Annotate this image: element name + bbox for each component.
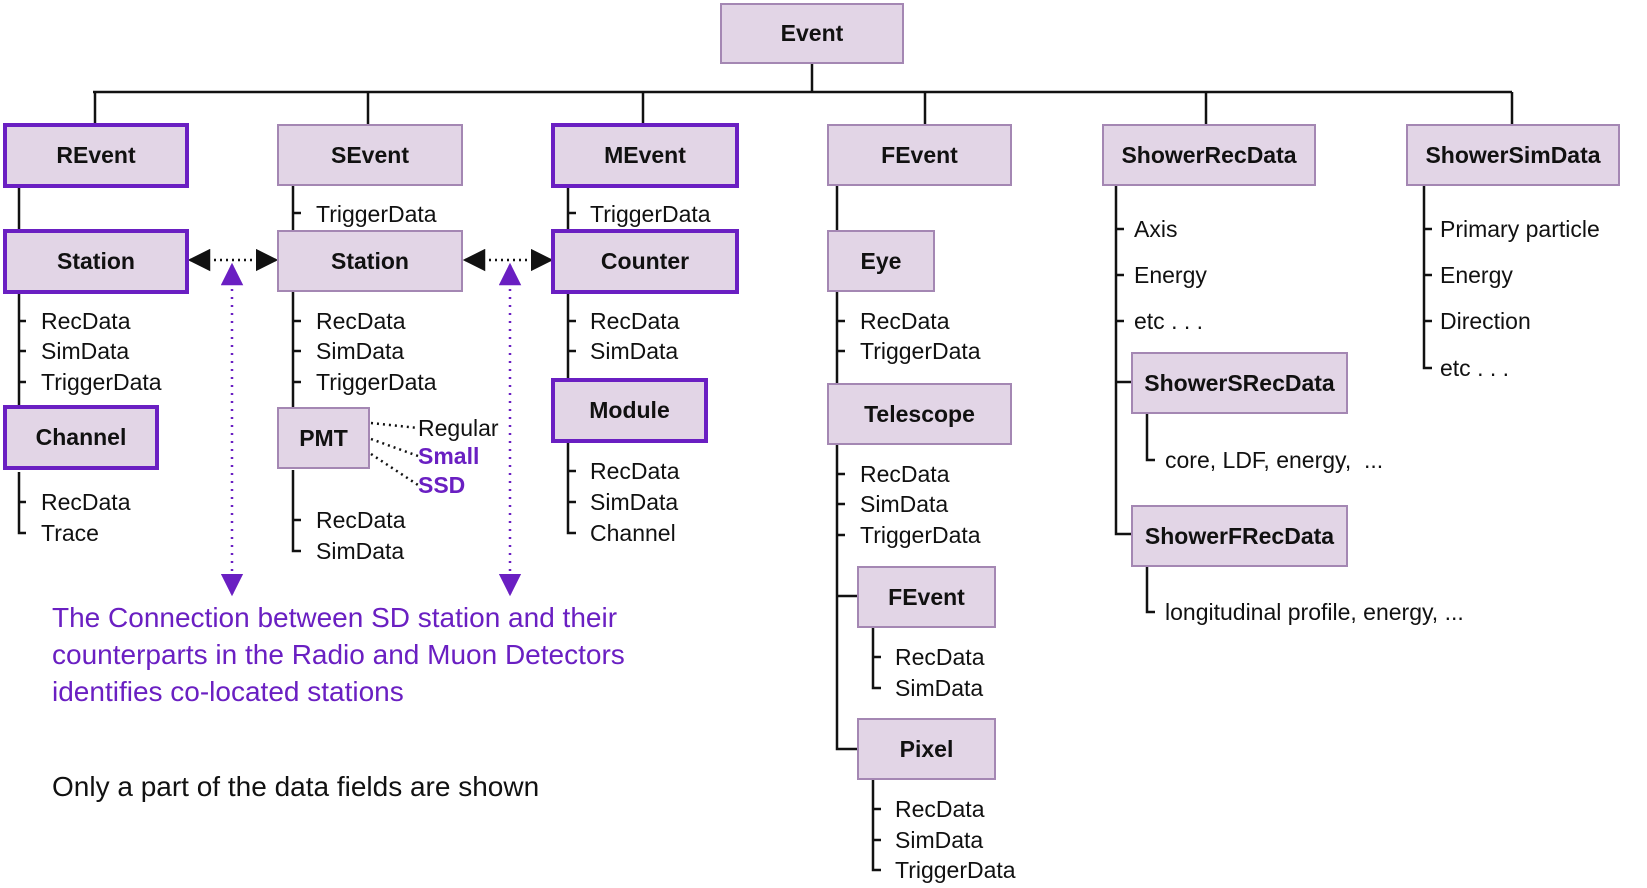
pmt-field: SimData xyxy=(316,538,405,564)
station-s-field: SimData xyxy=(316,338,405,364)
telescope-field: TriggerData xyxy=(860,522,981,548)
mevent-box: MEvent xyxy=(551,123,739,188)
sevent-trigger-label: TriggerData xyxy=(316,201,437,227)
module-field: Channel xyxy=(590,520,676,546)
counter-box: Counter xyxy=(551,229,739,294)
telescope-field: RecData xyxy=(860,461,950,487)
pmt-type-regular: Regular xyxy=(418,415,499,441)
shower-rec-field: etc . . . xyxy=(1134,308,1204,334)
fevent-box: FEvent xyxy=(827,124,1012,186)
shower-rec-field: Axis xyxy=(1134,216,1178,242)
channel-field: RecData xyxy=(41,489,131,515)
shower-sim-field: Direction xyxy=(1440,308,1531,334)
connection-note-line-1: The Connection between SD station and th… xyxy=(52,602,618,633)
telescope-box: Telescope xyxy=(827,383,1012,445)
pixel-field: SimData xyxy=(895,827,984,853)
station-s-field: TriggerData xyxy=(316,369,437,395)
event-box: Event xyxy=(720,3,904,64)
module-box: Module xyxy=(551,378,708,443)
pixel-box: Pixel xyxy=(857,718,996,780)
shower-frec-detail: longitudinal profile, energy, ... xyxy=(1165,599,1464,625)
shower-rec-data-box: ShowerRecData xyxy=(1102,124,1316,186)
pixel-field: RecData xyxy=(895,796,985,822)
shower-rec-field: Energy xyxy=(1134,262,1207,288)
station-r-field: TriggerData xyxy=(41,369,162,395)
eye-field: RecData xyxy=(860,308,950,334)
pmt-type-ssd: SSD xyxy=(418,472,466,498)
shower-sim-data-box: ShowerSimData xyxy=(1406,124,1620,186)
connection-note-line-3: identifies co-located stations xyxy=(52,676,404,707)
pmt-type-small: Small xyxy=(418,443,480,469)
shower-sim-field: Primary particle xyxy=(1440,216,1600,242)
shower-srec-detail: core, LDF, energy, ... xyxy=(1165,447,1384,473)
counter-field: SimData xyxy=(590,338,679,364)
module-field: RecData xyxy=(590,458,680,484)
shower-frec-data-box: ShowerFRecData xyxy=(1131,505,1348,567)
station-box-revent: Station xyxy=(3,229,189,294)
station-box-sevent: Station xyxy=(277,230,463,292)
eye-field: TriggerData xyxy=(860,338,981,364)
station-r-field: SimData xyxy=(41,338,130,364)
channel-box: Channel xyxy=(3,405,159,470)
channel-field: Trace xyxy=(41,520,99,546)
connection-note-line-2: counterparts in the Radio and Muon Detec… xyxy=(52,639,625,670)
fevent-sub-field: RecData xyxy=(895,644,985,670)
fevent-sub-box: FEvent xyxy=(857,566,996,628)
shower-sim-field: etc . . . xyxy=(1440,355,1510,381)
telescope-field: SimData xyxy=(860,491,949,517)
shower-sim-field: Energy xyxy=(1440,262,1513,288)
pmt-box: PMT xyxy=(277,407,370,469)
sevent-box: SEvent xyxy=(277,124,463,186)
station-r-field: RecData xyxy=(41,308,131,334)
module-field: SimData xyxy=(590,489,679,515)
counter-field: RecData xyxy=(590,308,680,334)
fevent-sub-field: SimData xyxy=(895,675,984,701)
revent-box: REvent xyxy=(3,123,189,188)
footnote: Only a part of the data fields are shown xyxy=(52,771,540,802)
station-s-field: RecData xyxy=(316,308,406,334)
pmt-field: RecData xyxy=(316,507,406,533)
shower-srec-data-box: ShowerSRecData xyxy=(1131,352,1348,414)
eye-box: Eye xyxy=(827,230,935,292)
mevent-trigger-label: TriggerData xyxy=(590,201,711,227)
pixel-field: TriggerData xyxy=(895,857,1016,883)
